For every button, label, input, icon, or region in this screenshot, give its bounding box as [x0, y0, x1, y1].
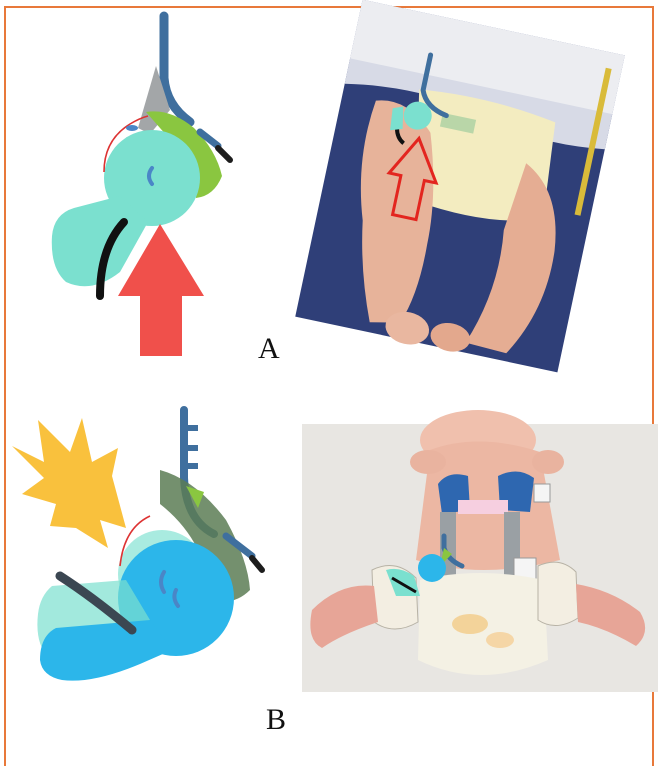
panel-b-photo	[302, 410, 658, 692]
panel-a-photo	[294, 0, 624, 376]
femur-shaft	[40, 620, 172, 681]
panel-label-b: B	[266, 703, 286, 737]
panel-b-diagram	[12, 410, 262, 681]
panel-label-a: A	[258, 332, 280, 366]
labrum-dot	[126, 125, 138, 131]
starburst-icon	[12, 418, 126, 548]
panel-a-diagram	[52, 16, 230, 356]
ridge-mark	[218, 148, 230, 160]
